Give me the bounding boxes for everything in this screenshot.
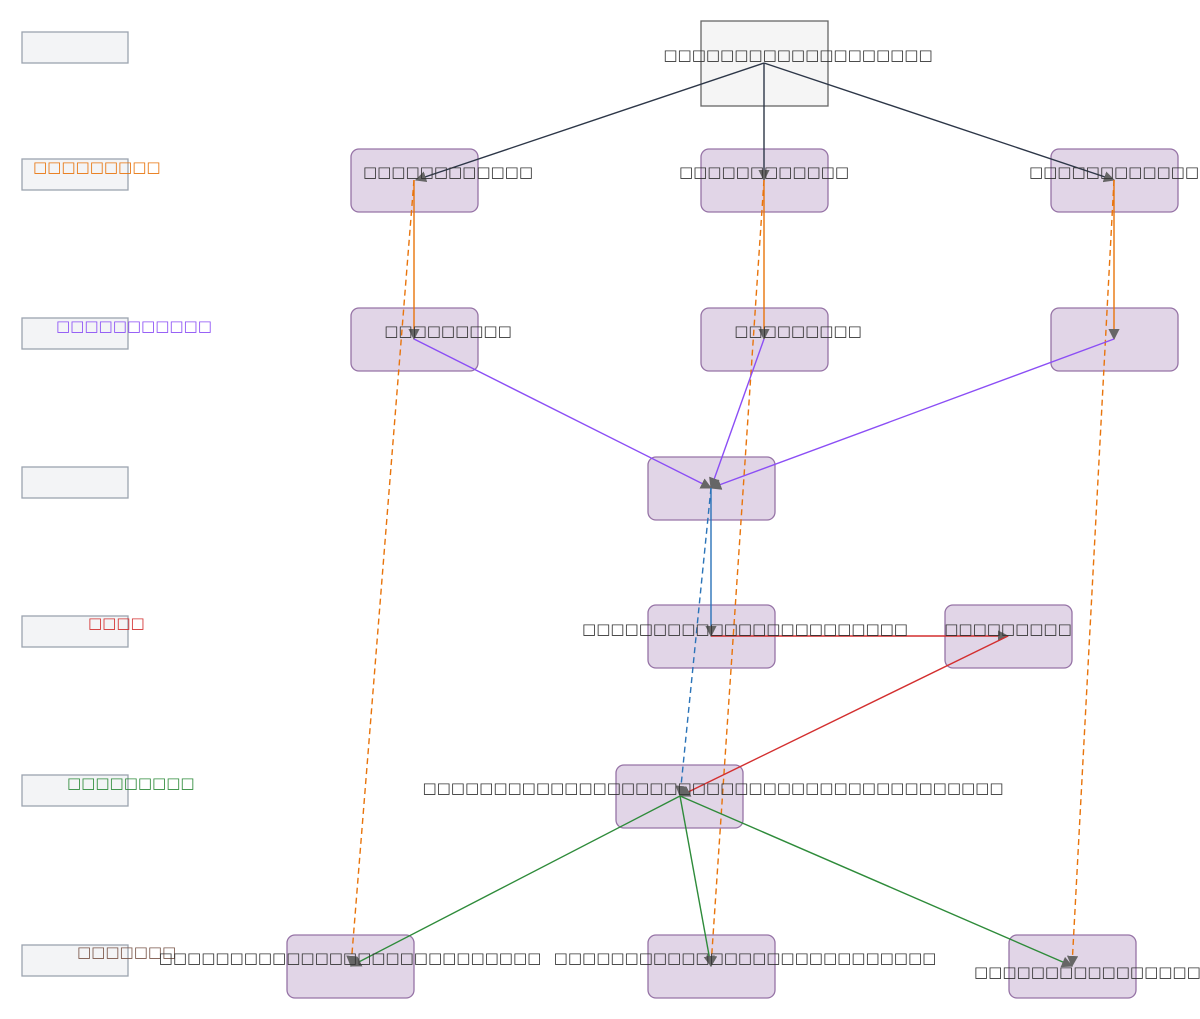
node-2a-label: □□□□□□□□□	[384, 322, 512, 340]
lane-box-5	[21, 774, 129, 807]
edge-root-1a	[414, 62, 765, 183]
edge-2b-3	[709, 338, 765, 490]
edge-1c-6c	[1066, 179, 1115, 968]
edge-root-1c	[763, 62, 1116, 183]
edge-2c-3	[709, 338, 1115, 490]
node-6c-label: □□□□□□□□□□□□□□□□□□□□□□□□□□□□	[974, 963, 1200, 981]
node-1a-label: □□□□□□□□□□□□	[363, 163, 533, 181]
edge-5-6b	[679, 795, 715, 968]
lane-box-0	[21, 31, 129, 64]
node-4a-label: □□□□□□□□□□□□□□□□□□□□□□□	[582, 620, 908, 638]
lane-box-1	[21, 158, 129, 191]
lane-label-4: □□□□	[88, 614, 145, 632]
node-6a-label: □□□□□□□□□□□□□□□□□□□□□□□□□□□	[159, 949, 542, 967]
lane-labels: □□□□□□□□□ □□□□□□□□□□□ □□□□ □□□□□□□□□ □□□…	[21, 31, 212, 977]
edge-4b-5	[678, 635, 1009, 797]
lane-box-2	[21, 317, 129, 350]
node-labels: □□□□□□□□□□□□□□□□□□□ □□□□□□□□□□□□ □□□□□□□…	[159, 46, 1200, 981]
node-2b-label: □□□□□□□□□	[734, 322, 862, 340]
node-1b-label: □□□□□□□□□□□□	[679, 163, 849, 181]
lane-label-6: □□□□□□□	[77, 943, 176, 961]
edge-1b-6b	[706, 179, 765, 968]
root-node-label: □□□□□□□□□□□□□□□□□□□	[663, 46, 932, 64]
node-5-label: □□□□□□□□□□□□□□□□□□□□□□□□□□□□□□□□□□□□□□□□…	[422, 779, 1003, 797]
edge-5-6a	[350, 795, 681, 967]
edge-2a-3	[413, 338, 713, 489]
lane-box-4	[21, 615, 129, 648]
edge-1a-6a	[346, 179, 415, 968]
lane-box-6	[21, 944, 129, 977]
node-1c-label: □□□□□□□□□□□□	[1029, 163, 1199, 181]
lane-label-5: □□□□□□□□□	[67, 774, 195, 792]
nodes	[286, 20, 1179, 999]
lane-label-2: □□□□□□□□□□□	[56, 317, 212, 335]
node-4b-label: □□□□□□□□□	[944, 620, 1072, 638]
edges	[346, 62, 1120, 968]
edge-3-5	[675, 487, 712, 798]
edge-5-6c	[679, 795, 1074, 968]
lane-label-1: □□□□□□□□□	[33, 158, 161, 176]
node-6b-label: □□□□□□□□□□□□□□□□□□□□□□□□□□□	[554, 949, 937, 967]
lane-box-3	[21, 466, 129, 499]
